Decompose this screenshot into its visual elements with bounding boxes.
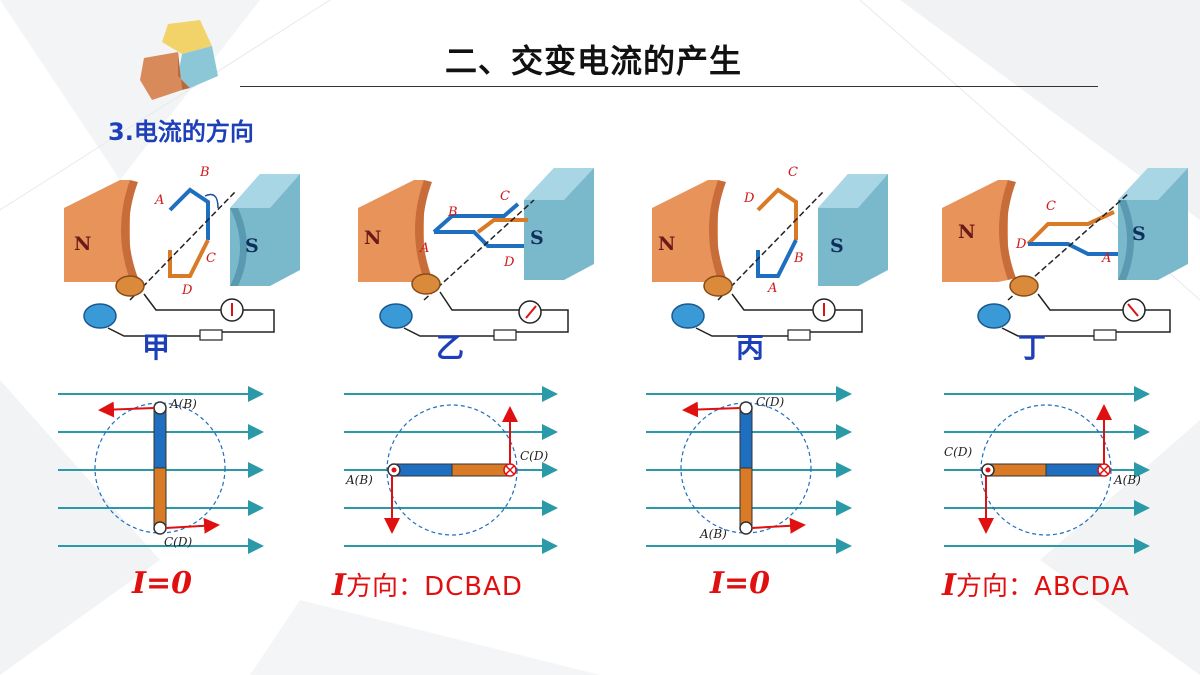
generator-panel-2: N S B C A D 乙 [354,160,614,370]
field-diagram-3: C(D) A(B) [644,384,874,556]
s-pole-label: S [1132,223,1146,245]
s-pole-label: S [245,235,259,257]
coil-blue-side [168,187,210,240]
svg-text:C: C [1046,199,1056,214]
field-diagram-2: A(B) C(D) [342,384,572,556]
svg-text:C(D): C(D) [520,449,548,463]
generator-panel-4: N C D S A 丁 [938,160,1198,370]
svg-text:D: D [743,191,755,206]
slip-ring-blue [83,303,117,329]
n-magnet [64,180,130,282]
svg-text:C: C [500,189,510,204]
caption-4: I方向：ABCDA [942,568,1130,603]
svg-text:C: C [206,251,216,266]
svg-text:C(D): C(D) [944,445,972,459]
svg-text:B: B [793,251,804,266]
svg-text:A(B): A(B) [345,473,373,487]
svg-text:C(D): C(D) [756,395,784,409]
section-subtitle: 3.电流的方向 [108,118,254,146]
field-diagram-1: A(B) C(D) [56,384,286,556]
title-underline [240,86,1098,87]
svg-text:A(B): A(B) [1113,473,1141,487]
svg-text:A: A [419,241,429,256]
magnetic-field-lines [344,386,558,554]
s-pole-label: S [830,235,844,257]
field-diagram-4: C(D) A(B) [942,384,1172,556]
svg-text:A: A [1101,251,1111,266]
n-pole-label: N [74,233,91,255]
svg-text:A: A [154,193,164,208]
s-pole-label: S [530,227,544,249]
svg-text:C(D): C(D) [164,535,192,549]
svg-text:A: A [767,281,777,296]
svg-text:A(B): A(B) [169,397,197,411]
n-pole-label: N [958,221,975,243]
slip-ring-copper [115,275,145,297]
page-title: 二、交变电流的产生 [445,42,743,80]
panel-label: 丙 [736,331,765,364]
n-pole-label: N [658,233,675,255]
svg-text:D: D [1015,237,1027,252]
caption-1: I=0 [132,566,193,601]
panel-label: 甲 [142,331,171,364]
magnetic-field-lines [944,386,1150,554]
panel-label: 乙 [436,331,465,364]
coil-orange-side [168,239,210,278]
svg-text:D: D [503,255,515,270]
svg-text:C: C [788,165,798,180]
svg-text:B: B [199,165,210,180]
logo-cubes-icon [140,20,218,100]
caption-3: I=0 [710,566,771,601]
panel-label: 丁 [1018,331,1047,364]
svg-text:B: B [447,205,458,220]
generator-panel-3: N S C D B A 丙 [648,160,908,370]
svg-text:A(B): A(B) [699,527,727,541]
caption-2: I方向：DCBAD [332,568,523,603]
resistor [199,329,223,341]
svg-text:D: D [181,283,193,298]
generator-panel-1: N S A B C D 甲 [60,160,320,370]
n-pole-label: N [364,227,381,249]
